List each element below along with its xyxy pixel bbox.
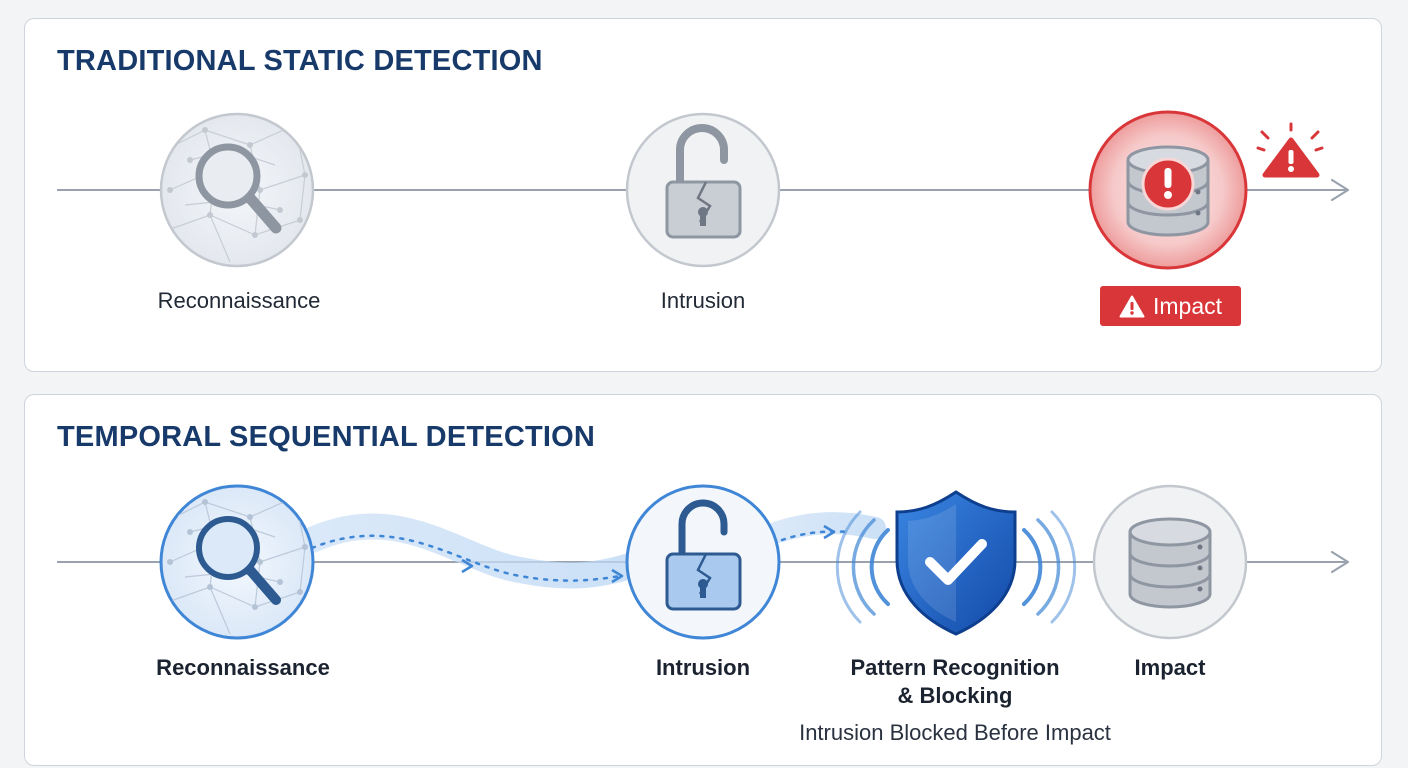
broken-padlock-icon (665, 499, 742, 611)
temporal-panel-title: TEMPORAL SEQUENTIAL DETECTION (57, 421, 596, 453)
traditional-impact-node (1088, 110, 1248, 270)
pattern-recognition-line2: & Blocking (897, 683, 1013, 708)
impact-badge-label: Impact (1152, 292, 1223, 319)
traditional-intrusion-label: Intrusion (660, 288, 746, 313)
magnifier-icon (196, 516, 281, 605)
traditional-intrusion-node (625, 112, 781, 268)
database-icon (1128, 517, 1212, 609)
impact-alert-badge: Impact (1100, 286, 1241, 326)
blocked-caption: Intrusion Blocked Before Impact (799, 720, 1111, 745)
pattern-recognition-label: Pattern Recognition & Blocking (850, 654, 1059, 710)
traditional-reconnaissance-node (159, 112, 315, 268)
alert-icon (1141, 157, 1195, 211)
sequence-flow-ribbon (299, 512, 886, 589)
pattern-recognition-line1: Pattern Recognition (850, 655, 1060, 680)
broken-padlock-icon (665, 124, 742, 239)
shield-check-icon (835, 490, 1077, 636)
network-mesh-icon (164, 122, 308, 263)
temporal-reconnaissance-label: Reconnaissance (156, 655, 330, 680)
signal-waves (835, 510, 1077, 624)
magnifier-icon (195, 143, 282, 234)
warning-triangle-icon (1119, 295, 1145, 317)
traditional-panel-title: TRADITIONAL STATIC DETECTION (57, 45, 543, 77)
temporal-reconnaissance-node (159, 484, 315, 640)
warning-triangle-icon (1256, 122, 1324, 178)
temporal-intrusion-node (625, 484, 781, 640)
traditional-reconnaissance-label: Reconnaissance (157, 288, 321, 313)
temporal-intrusion-label: Intrusion (655, 655, 751, 680)
temporal-impact-label: Impact (1134, 655, 1206, 680)
temporal-impact-node (1092, 484, 1248, 640)
